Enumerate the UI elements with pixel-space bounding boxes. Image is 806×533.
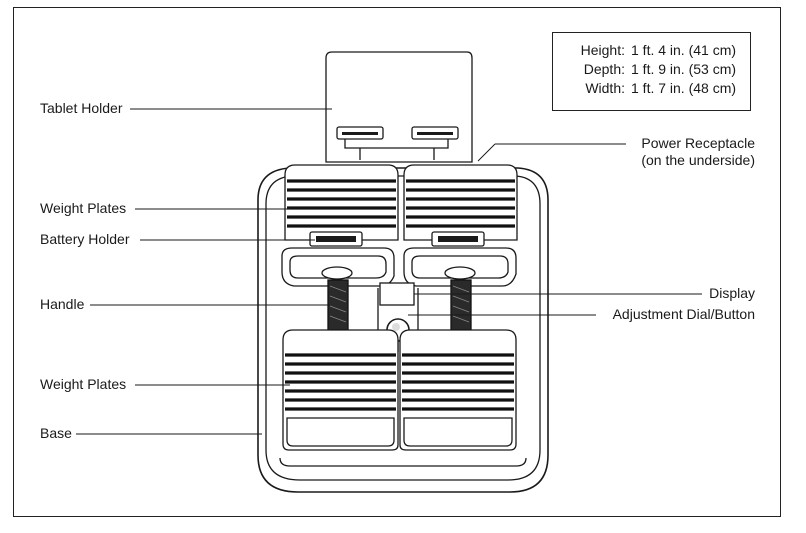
tablet-holder-shape xyxy=(325,51,473,163)
label-battery-holder: Battery Holder xyxy=(40,231,130,247)
label-weight-plates-bottom: Weight Plates xyxy=(40,376,127,392)
weight-plates-bottom-shape xyxy=(282,329,517,451)
dimension-row-height: Height:1 ft. 4 in. (41 cm) xyxy=(580,42,737,58)
label-power-receptacle-note: (on the underside) xyxy=(641,152,755,168)
label-weight-plates-top: Weight Plates xyxy=(40,200,127,216)
label-base: Base xyxy=(40,425,72,441)
dimension-row-width: Width:1 ft. 7 in. (48 cm) xyxy=(585,80,737,96)
handle-shape xyxy=(281,247,517,331)
label-display: Display xyxy=(709,285,755,301)
base-shape xyxy=(257,167,549,493)
weight-plates-top-shape xyxy=(284,164,518,241)
label-power-receptacle: Power Receptacle xyxy=(641,135,755,151)
dimensions-box: Height:1 ft. 4 in. (41 cm) Depth:1 ft. 9… xyxy=(552,32,751,111)
label-adjustment-dial: Adjustment Dial/Button xyxy=(612,306,755,322)
battery-holder-shape xyxy=(309,231,485,247)
label-tablet-holder: Tablet Holder xyxy=(40,100,123,116)
dimension-row-depth: Depth:1 ft. 9 in. (53 cm) xyxy=(583,61,737,77)
leader-lines xyxy=(76,108,702,435)
label-handle: Handle xyxy=(40,296,85,312)
diagram-frame xyxy=(13,7,781,517)
